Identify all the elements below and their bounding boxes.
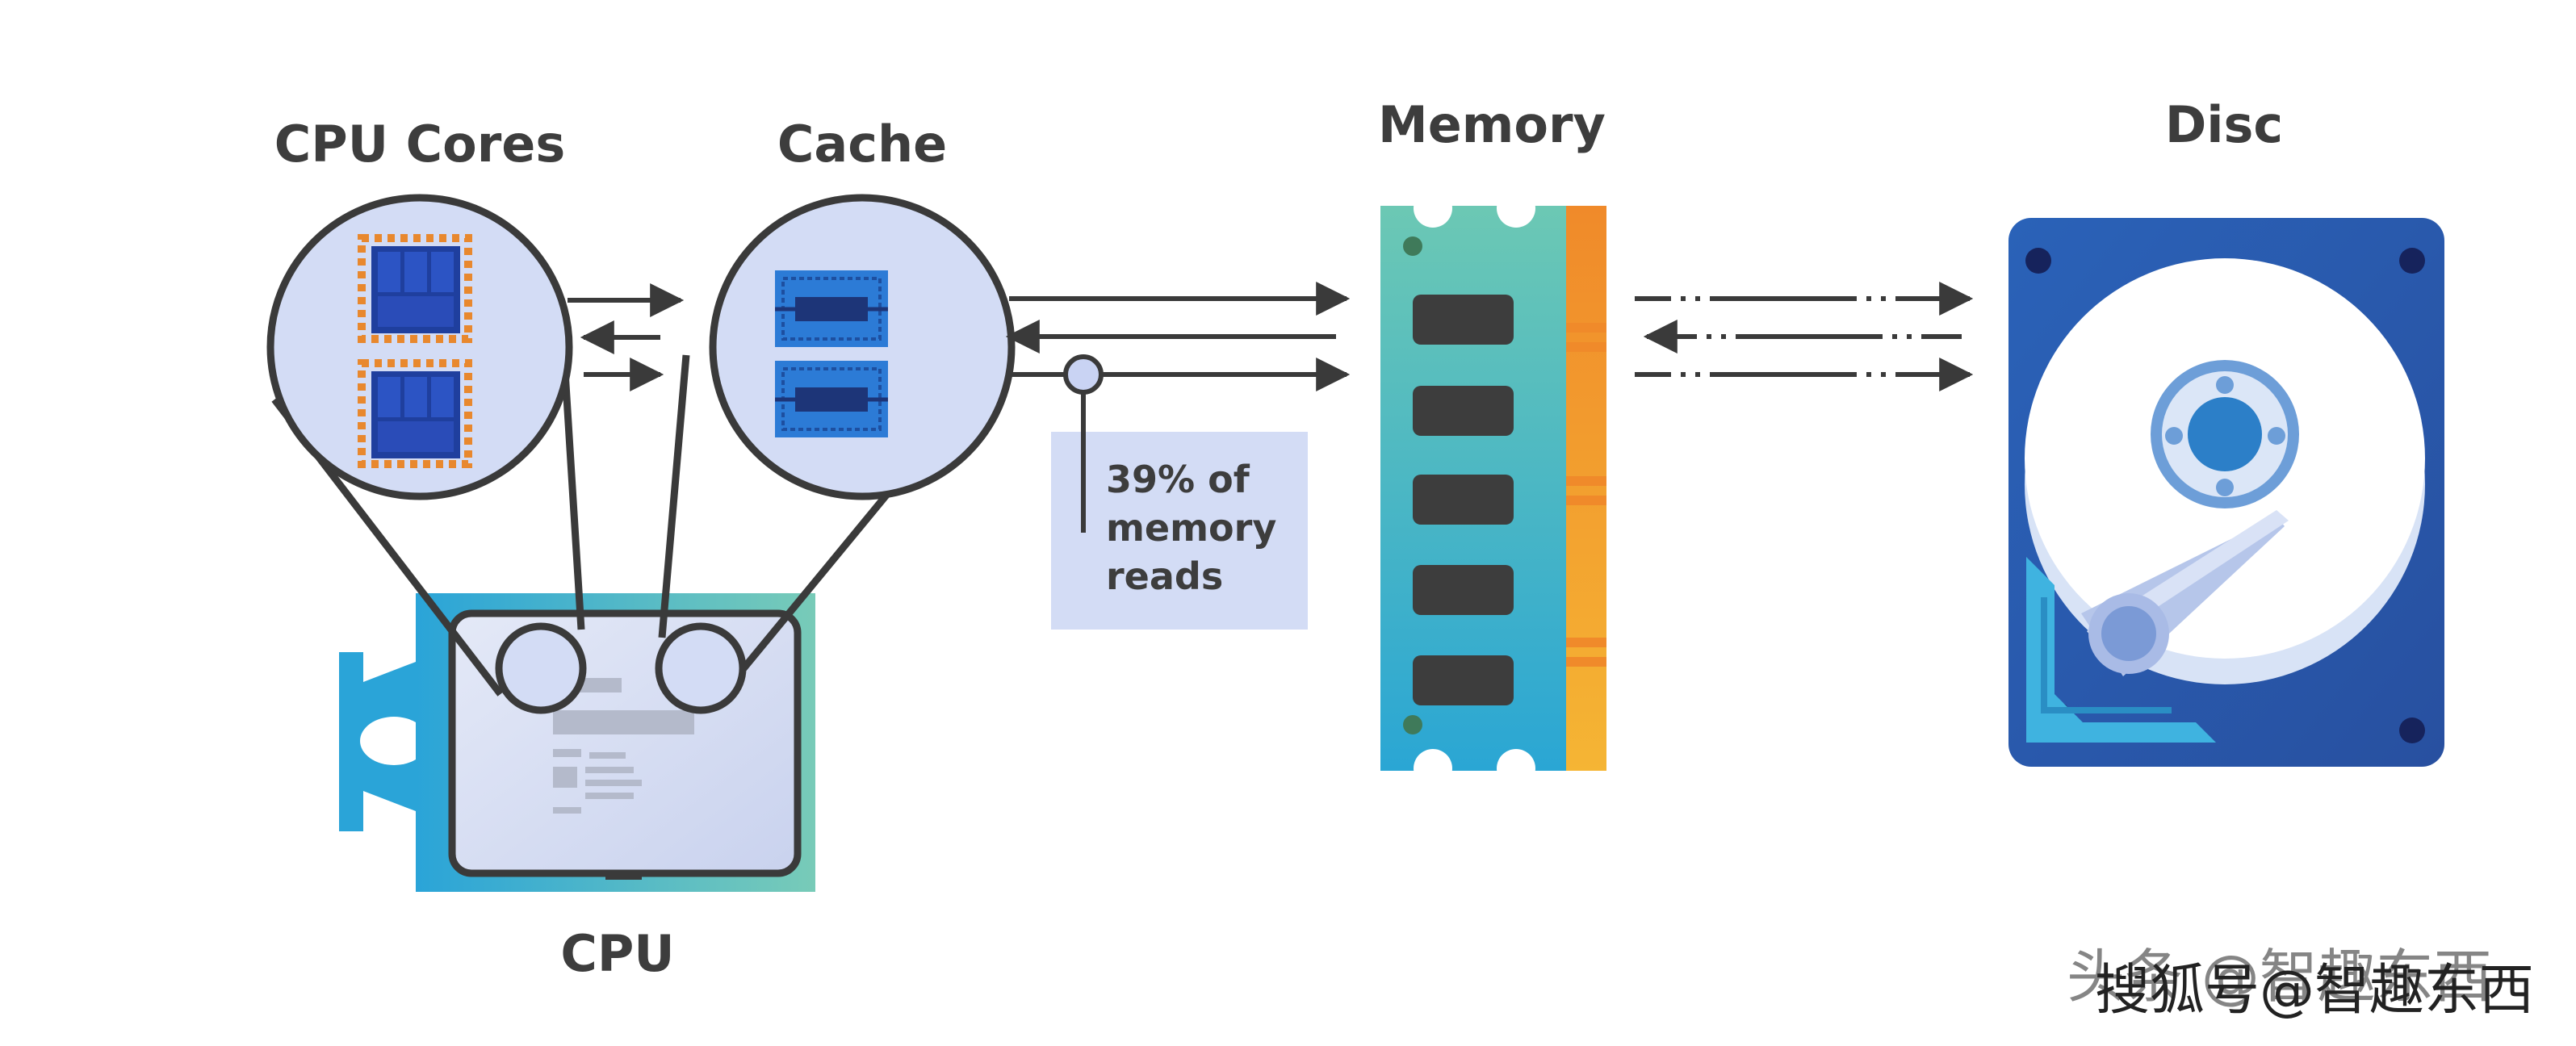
watermark-front: 搜狐号@智趣东西 — [2095, 959, 2534, 1023]
annotation-box: 39% of memory reads — [1051, 432, 1308, 630]
cache-chip-icon — [775, 270, 888, 347]
arrows-memory-disc — [1635, 299, 1970, 374]
cpu-core-lens — [495, 622, 587, 714]
memory-stick-icon — [1380, 189, 1606, 788]
cache-bubble — [709, 194, 1016, 500]
core-chip-icon — [358, 359, 472, 468]
cpu-chip-icon — [339, 593, 815, 892]
cpu-cores-bubble — [266, 194, 573, 500]
label-memory: Memory — [1378, 95, 1606, 154]
watermark-back: 头条 @智趣东西 — [2067, 943, 2492, 1010]
annotation-line-1: 39% of — [1106, 458, 1250, 501]
label-cache: Cache — [777, 115, 947, 174]
cache-lens — [655, 622, 747, 714]
arrows-cache-memory — [1005, 282, 1351, 391]
annotation-dot — [1063, 354, 1104, 395]
annotation-line-2: memory — [1106, 506, 1276, 550]
annotation-line-3: reads — [1106, 554, 1223, 598]
cache-chip-icon — [775, 361, 888, 437]
label-cpu: CPU — [560, 924, 674, 983]
arrows-cores-cache — [568, 283, 685, 391]
label-cpu-cores: CPU Cores — [274, 115, 566, 174]
core-chip-icon — [358, 234, 472, 343]
hard-disk-icon — [2008, 218, 2444, 767]
watermark: 头条 @智趣东西 搜狐号@智趣东西 — [2067, 943, 2534, 1023]
label-disc: Disc — [2165, 95, 2283, 154]
